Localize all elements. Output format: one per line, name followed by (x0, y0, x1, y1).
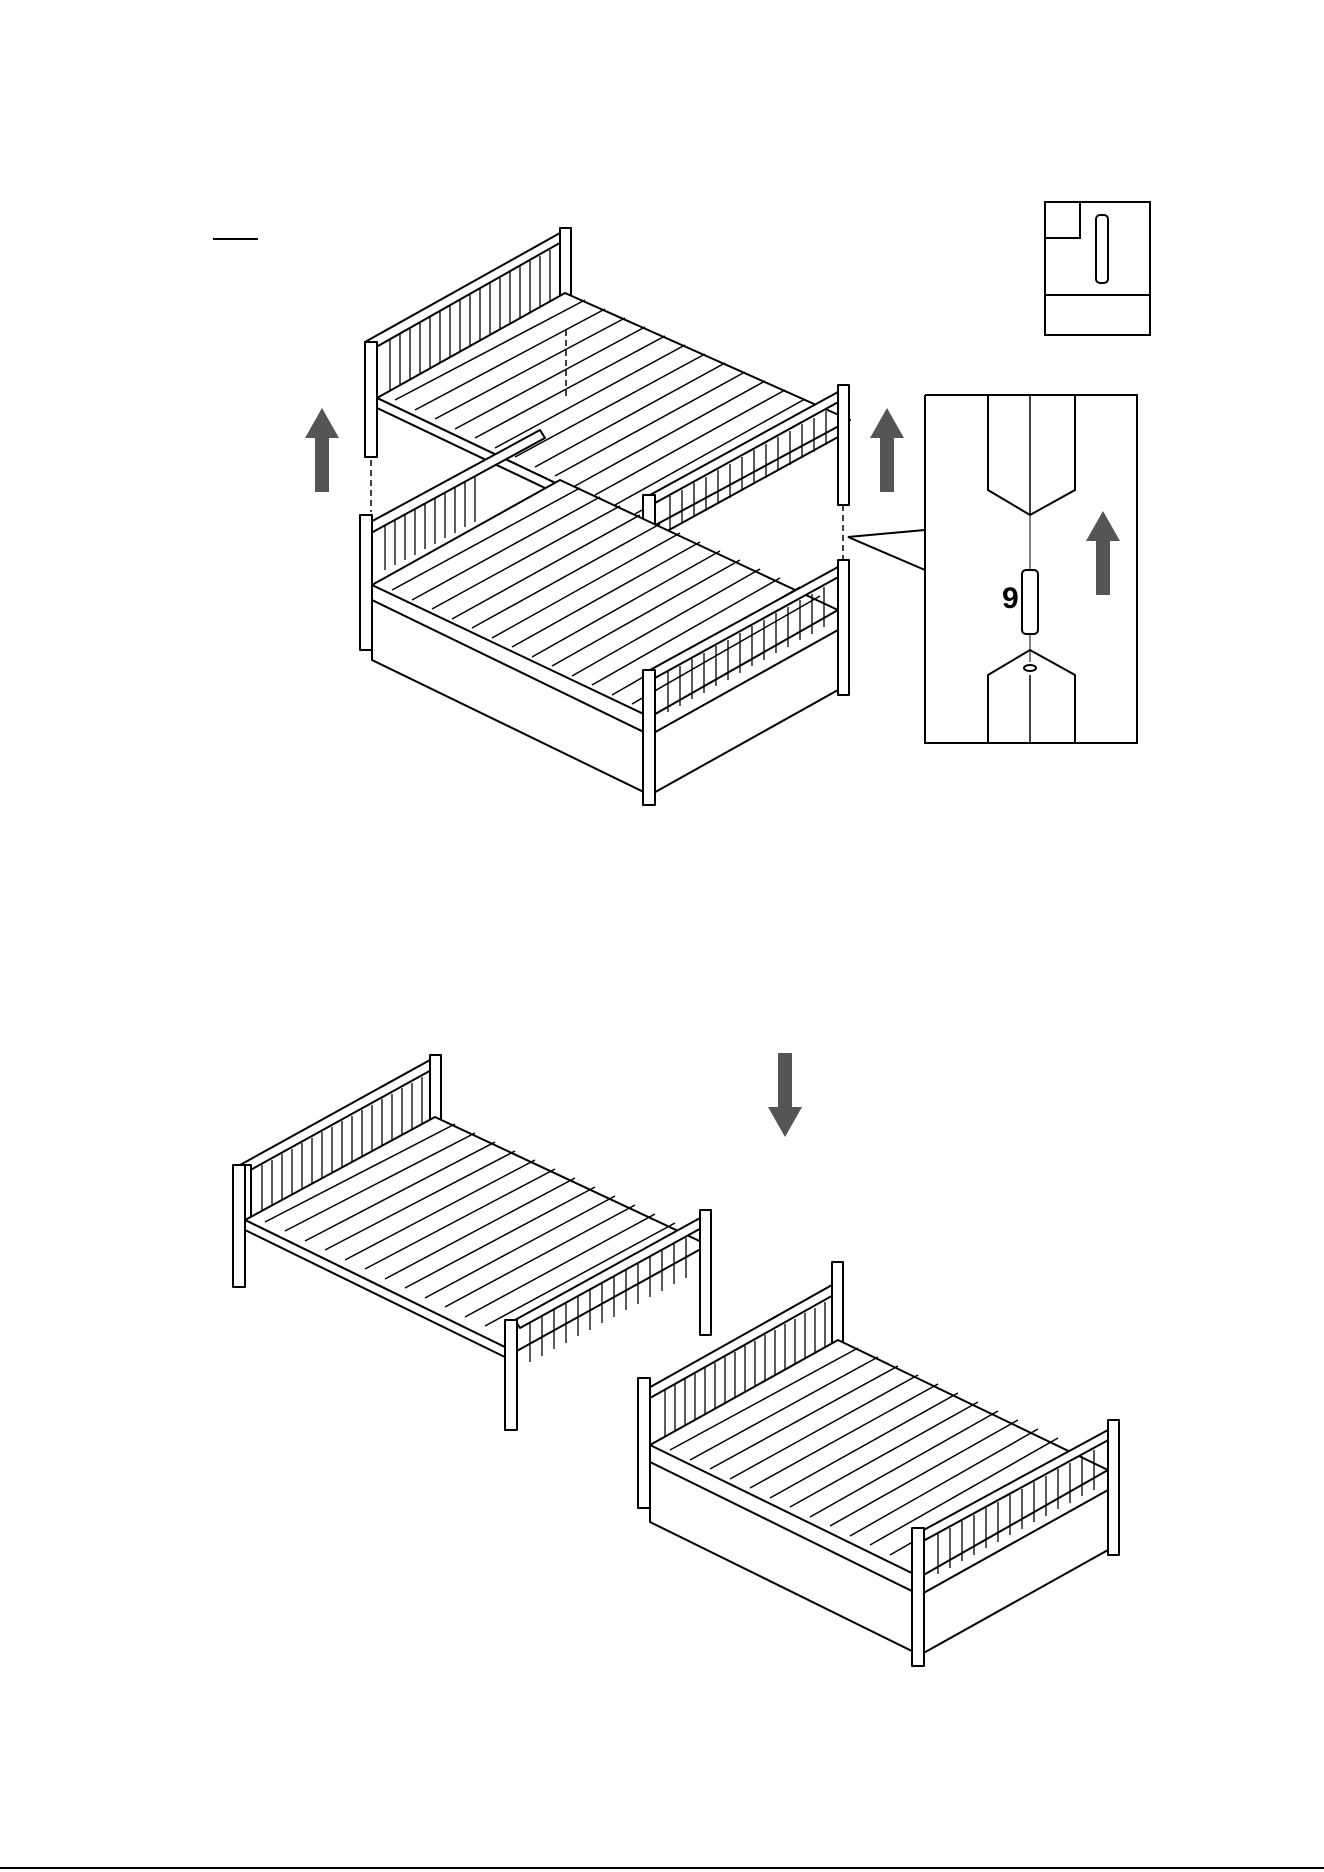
full-bed-left (233, 1055, 711, 1430)
arrow-up-icon (870, 408, 904, 492)
dowel-icon (1045, 202, 1150, 335)
arrow-down-icon (768, 1053, 802, 1137)
part-number-label: 9 (1002, 582, 1019, 615)
arrow-up-icon (305, 408, 339, 492)
